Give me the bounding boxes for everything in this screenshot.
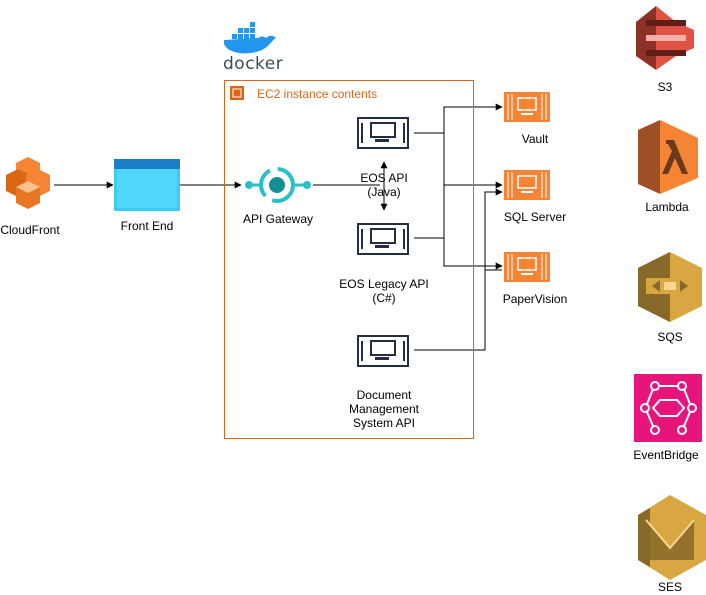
- eventbridge-label: EventBridge: [633, 448, 699, 462]
- eos-legacy-server-icon: [357, 223, 409, 255]
- connectors: [54, 103, 503, 351]
- lambda-label: Lambda: [645, 200, 689, 214]
- eos-api-label-line1: EOS API: [360, 171, 408, 185]
- ses-icon: [638, 495, 706, 580]
- dms-label: Document Management System API: [340, 388, 428, 430]
- sqs-label: SQS: [657, 330, 683, 344]
- vault-label: Vault: [521, 132, 549, 146]
- frontend-window-icon: [114, 159, 180, 211]
- ec2-instance-title: EC2 instance contents: [257, 87, 378, 101]
- frontend-label: Front End: [120, 219, 174, 233]
- edge-dms-papervision: [414, 188, 503, 351]
- edge-eosapi-papervision: [443, 185, 503, 270]
- eos-api-label: EOS API (Java): [338, 171, 430, 199]
- sql-server-container-icon: [504, 170, 550, 200]
- s3-icon: [636, 6, 694, 70]
- eos-api-server-icon: [357, 117, 409, 149]
- vault-container-icon: [504, 92, 550, 122]
- sqs-icon: [638, 252, 702, 322]
- lambda-icon: [638, 120, 698, 194]
- papervision-label: PaperVision: [502, 292, 568, 306]
- cloudfront-icon: [6, 157, 50, 209]
- eos-legacy-label-line2: (C#): [372, 291, 396, 305]
- eventbridge-icon: [634, 374, 702, 442]
- docker-whale-icon: [224, 22, 276, 54]
- api-gateway-label: API Gateway: [242, 212, 314, 226]
- ses-label: SES: [657, 580, 682, 594]
- ec2-chip-icon: [230, 86, 244, 100]
- s3-label: S3: [657, 80, 673, 94]
- eos-legacy-label-line1: EOS Legacy API: [339, 277, 429, 291]
- sql-server-label: SQL Server: [503, 210, 567, 224]
- docker-logo-text: docker: [223, 54, 284, 74]
- api-gateway-icon: [245, 167, 311, 203]
- cloudfront-label: CloudFront: [0, 223, 60, 237]
- dms-server-icon: [357, 335, 409, 367]
- eos-api-label-line2: (Java): [367, 185, 401, 199]
- papervision-container-icon: [504, 252, 550, 282]
- dms-label-line3: System API: [352, 416, 416, 430]
- dms-label-line1: Document: [356, 388, 412, 402]
- eos-legacy-label: EOS Legacy API (C#): [330, 277, 438, 305]
- dms-label-line2: Management: [348, 402, 420, 416]
- ec2-instance-frame: [224, 80, 474, 439]
